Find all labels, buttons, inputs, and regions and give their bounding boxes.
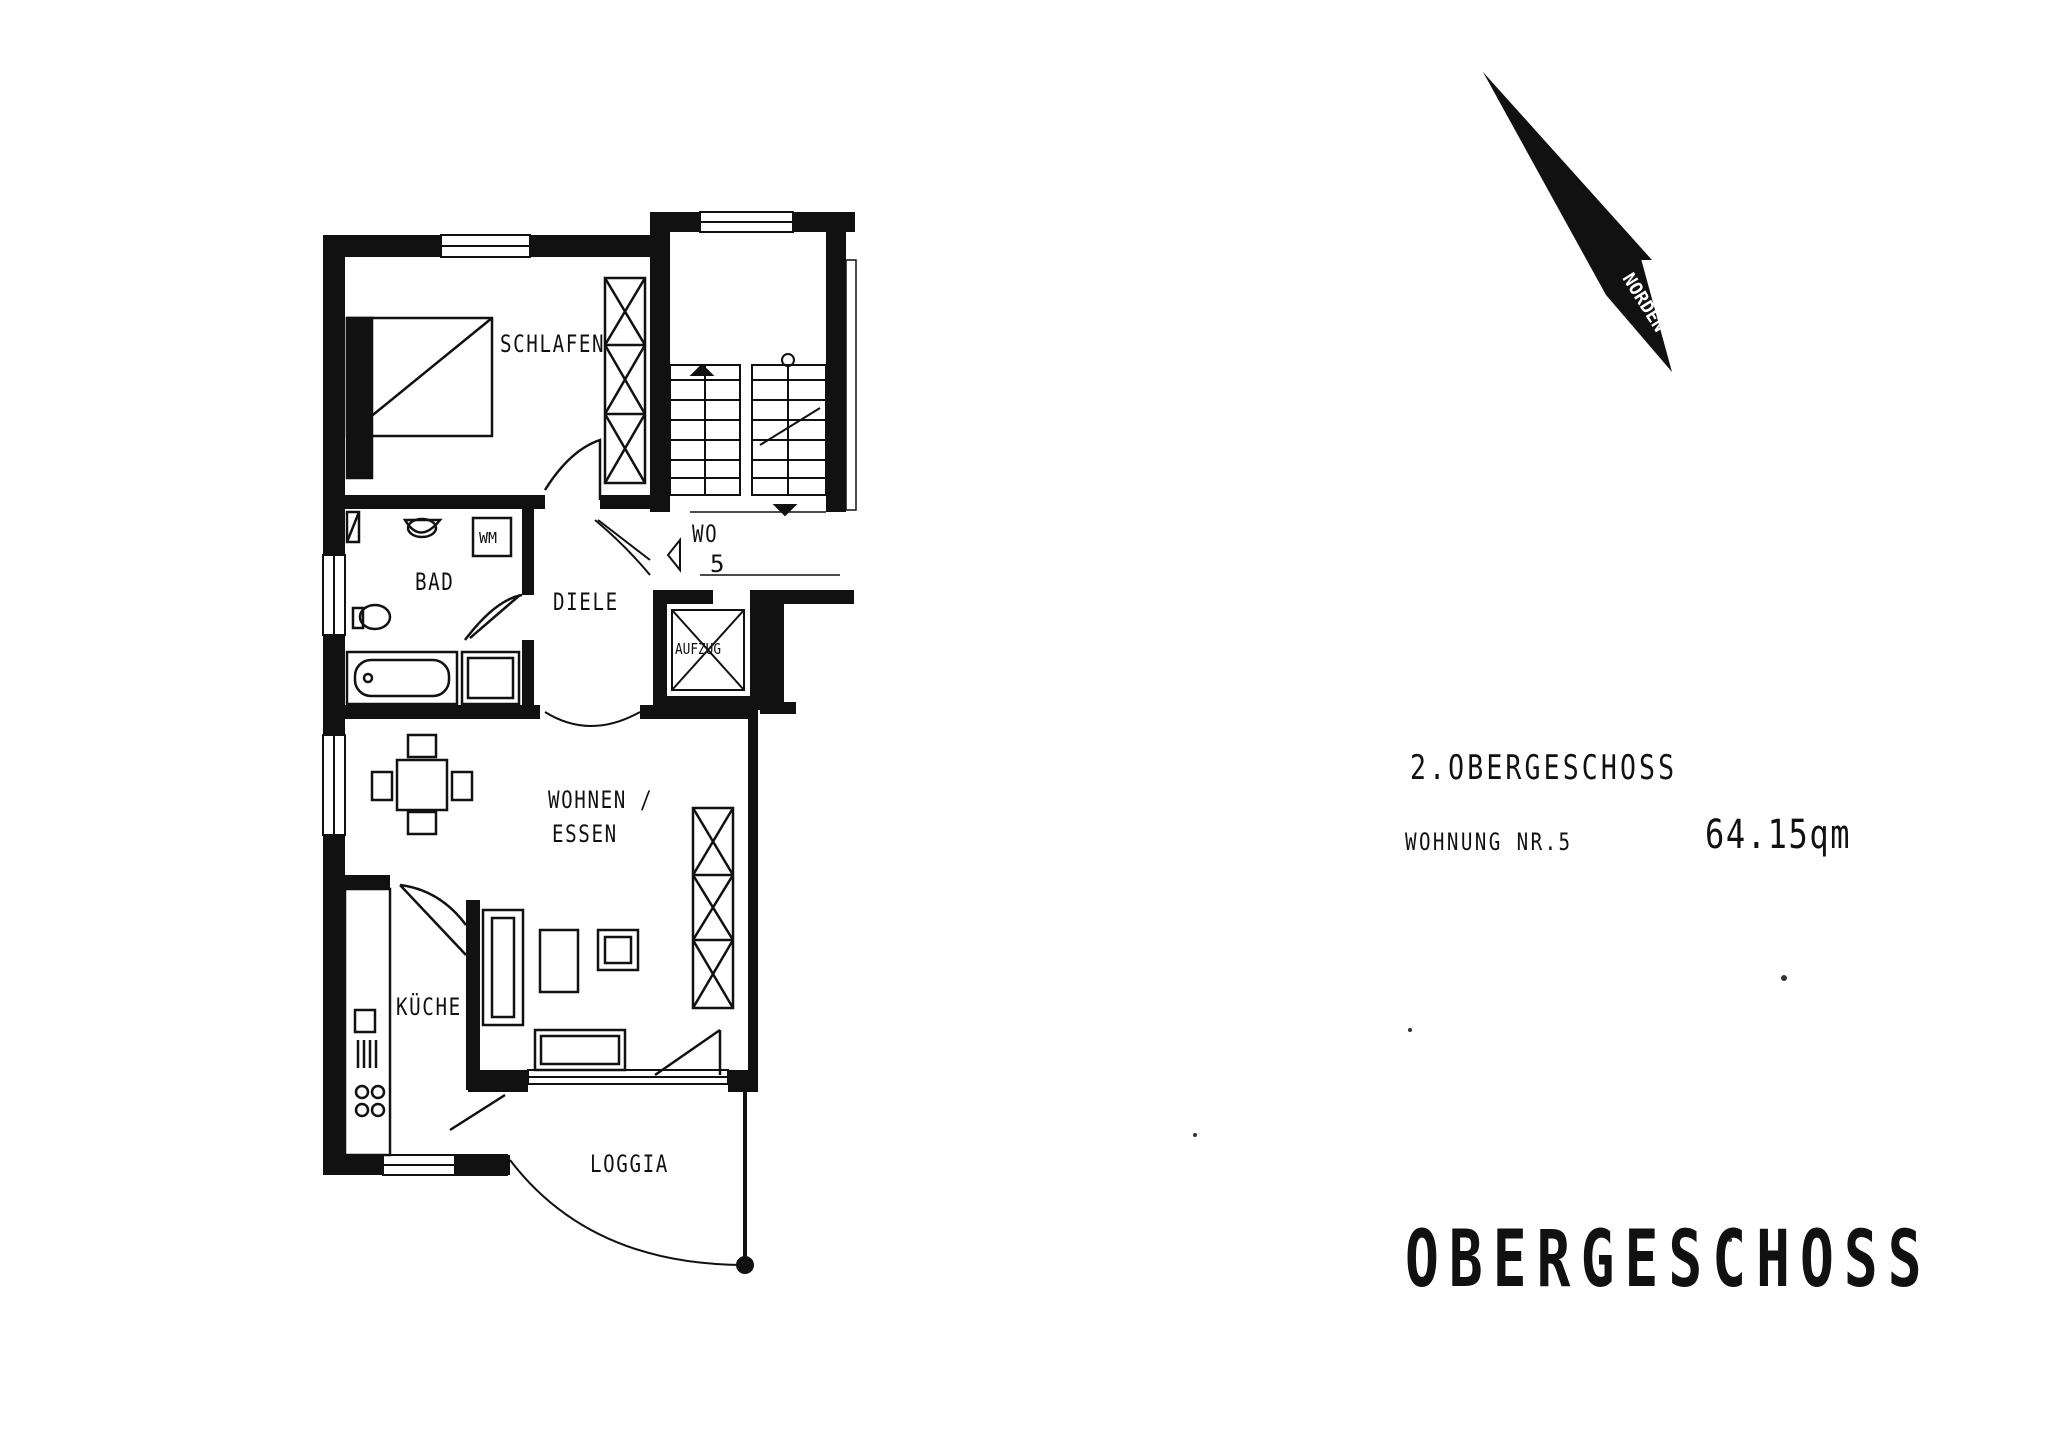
room-label-essen: ESSEN [552,821,618,849]
floor-subtitle: 2.OBERGESCHOSS [1410,748,1678,788]
scan-noise [1193,975,1787,1242]
flat-area: 64.15qm [1705,812,1852,858]
walls [323,212,855,1175]
room-label-diele: DIELE [553,589,619,617]
living-furniture [370,733,735,1077]
hall-door [544,711,641,727]
bedroom-furniture [345,276,647,500]
kitchen-fixtures [343,887,506,1157]
room-label-wo-number: 5 [710,550,726,578]
windows [322,211,857,1176]
room-label-loggia: LOGGIA [590,1151,669,1179]
north-arrow: NORDEN [1483,72,1672,372]
room-label-bad: BAD [415,569,454,597]
loggia [454,1085,754,1274]
room-label-wohnen: WOHNEN / [548,787,653,815]
room-label-schlafen: SCHLAFEN [500,331,605,359]
staircase [594,353,840,576]
floor-title: OBERGESCHOSS [1405,1215,1932,1305]
room-label-aufzug: AUFZUG [675,641,721,658]
elevator [671,609,745,691]
flat-number: WOHNUNG NR.5 [1405,828,1573,856]
room-label-wo: WO [692,521,718,549]
bathroom-fixtures [345,510,523,706]
room-label-wm: WM [479,529,497,547]
room-label-kueche: KÜCHE [396,993,462,1022]
